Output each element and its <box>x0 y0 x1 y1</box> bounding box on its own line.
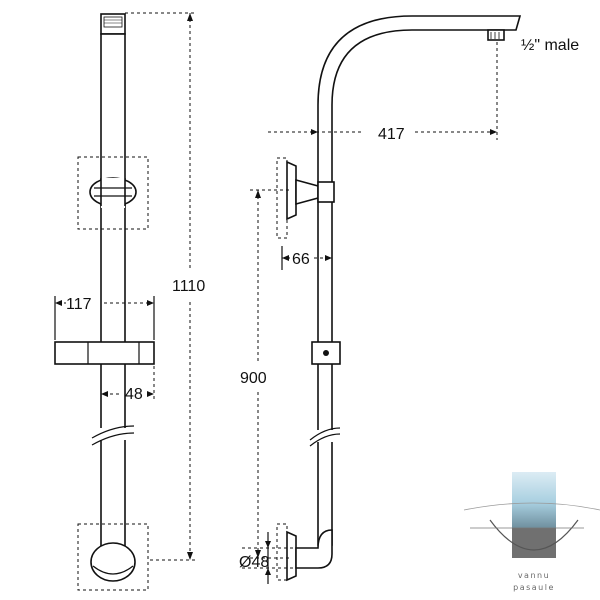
dim-arm-height <box>250 189 290 559</box>
logo-dark-block <box>512 528 556 558</box>
dim-pipe-diameter-label: Ø48 <box>239 554 269 571</box>
dim-arm-height-label: 900 <box>240 370 267 387</box>
dim-arm-reach-label: 417 <box>378 126 405 143</box>
upper-bracket-outline <box>77 156 149 230</box>
thread-nipple <box>487 29 505 41</box>
upper-wall-rosette <box>286 160 297 221</box>
lower-wall-plate-outline <box>276 523 288 581</box>
logo-arc <box>489 519 579 551</box>
handset-holder <box>54 341 155 365</box>
lower-elbow <box>295 529 333 569</box>
column-side-view: ½" male 417 <box>239 15 579 584</box>
rail-front-view: 1110 117 48 <box>54 12 205 591</box>
dim-arm-reach <box>268 42 498 140</box>
dim-holder-offset <box>100 366 155 402</box>
dim-holder-offset-label: 48 <box>125 386 143 403</box>
upper-bracket-clip <box>317 181 335 203</box>
rail-break-mark <box>91 425 135 446</box>
logo-text-line1: vannu <box>518 571 550 580</box>
lower-wall-rosette <box>286 530 297 582</box>
dim-pipe-diameter <box>242 532 296 584</box>
upper-bracket-arm <box>295 178 319 206</box>
shower-arm <box>317 15 522 546</box>
logo-water-column <box>512 472 556 528</box>
dim-bracket-width-label: 117 <box>66 296 92 313</box>
dim-bracket-width <box>54 296 155 340</box>
brand-logo: vannu pasaule <box>463 466 600 600</box>
dim-total-height <box>125 12 195 561</box>
upper-wall-plate-outline <box>276 157 288 239</box>
lower-bracket-outline <box>77 523 149 591</box>
dim-wall-offset-label: 66 <box>292 251 310 268</box>
dim-total-height-label: 1110 <box>172 278 205 295</box>
slider-screw <box>323 350 329 356</box>
logo-text-line2: pasaule <box>513 583 555 592</box>
lower-bracket-clamp <box>90 542 136 582</box>
rail-tube <box>100 33 126 553</box>
column-break-mark <box>309 427 341 447</box>
rail-top-cap-inner <box>103 16 123 28</box>
thread-label: ½" male <box>521 37 579 54</box>
dim-wall-offset <box>281 246 332 270</box>
